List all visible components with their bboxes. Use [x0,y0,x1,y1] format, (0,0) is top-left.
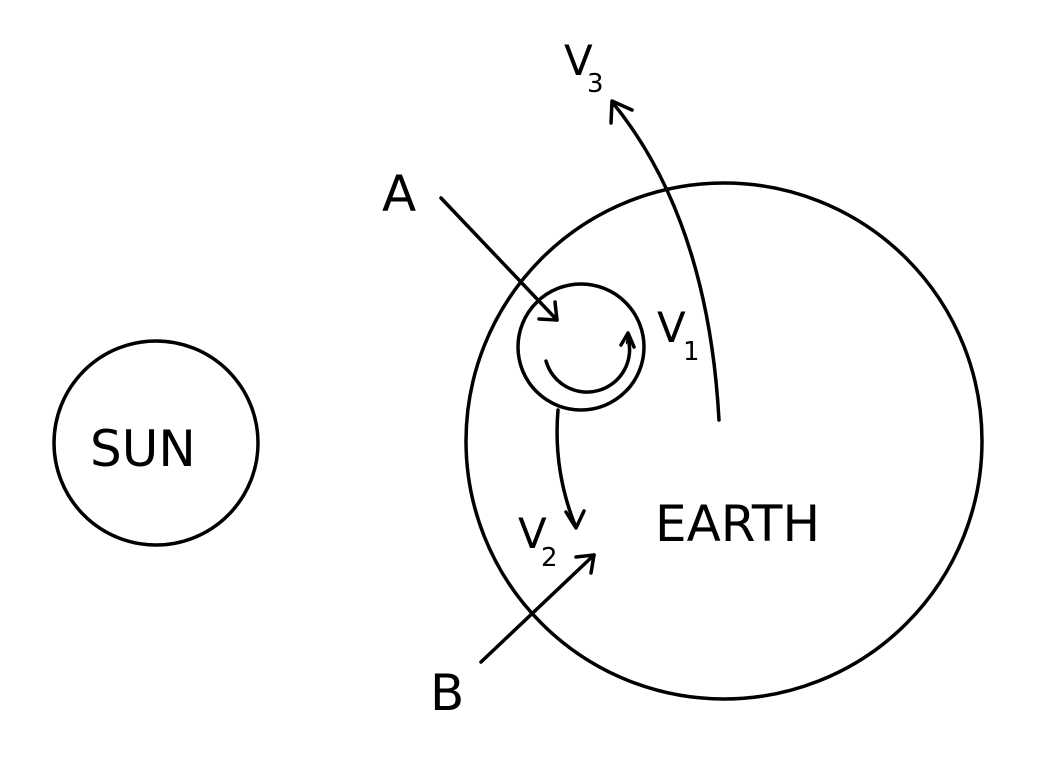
arrow-v2 [555,408,577,527]
arrow-v3 [611,101,721,422]
earth-circle [464,181,984,701]
rotation-arrowhead-v1 [619,331,636,349]
arrowhead-b [574,553,596,575]
small-circle [516,282,646,412]
sun-label: SUN [90,420,196,478]
arrowhead-a [537,300,559,322]
label-v3: V [564,36,593,85]
arrow-b [479,553,596,664]
label-v2: V [518,509,547,558]
sun-circle [52,339,260,547]
arrowhead-v3 [609,99,634,125]
arrow-a [439,196,559,322]
label-a: A [382,165,416,223]
earth-label: EARTH [655,495,820,553]
arrowhead-v2 [564,509,586,530]
label-b: B [430,664,464,722]
label-v1: V [657,303,686,352]
rotation-arrow-v1 [544,338,630,394]
label-v3-subscript: 3 [587,69,604,99]
label-v2-subscript: 2 [541,543,558,573]
label-v1-subscript: 1 [683,337,700,367]
